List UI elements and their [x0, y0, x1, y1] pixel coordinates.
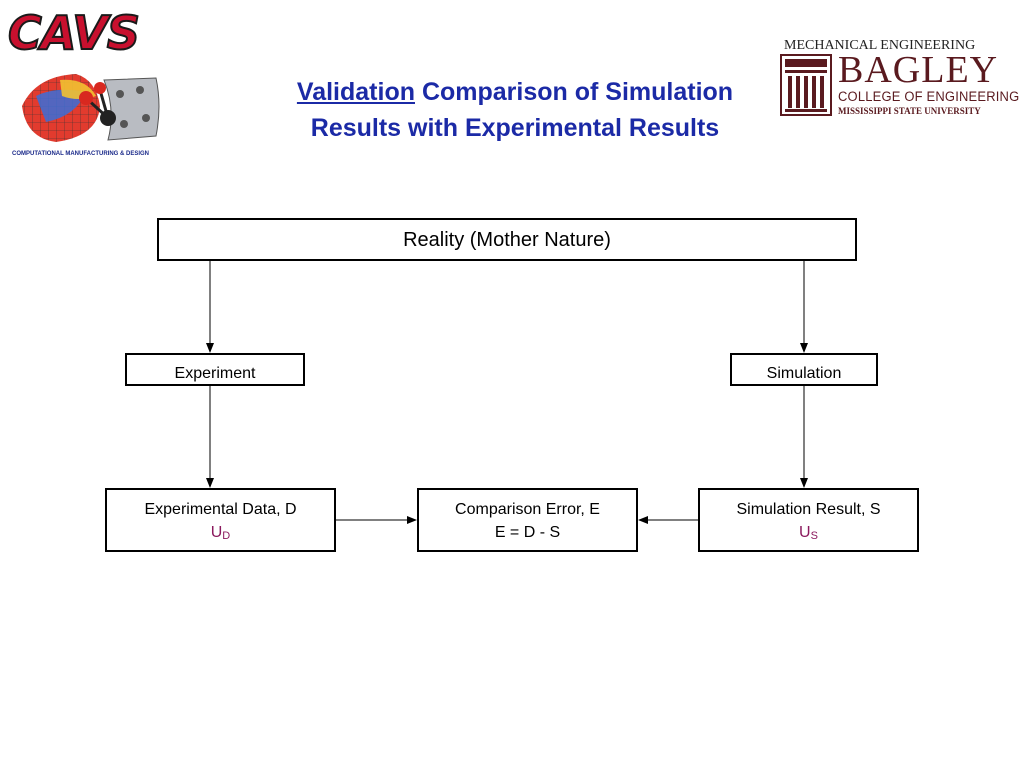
simulation-uncertainty: US: [799, 524, 818, 542]
simulation-result-label: Simulation Result, S: [736, 501, 881, 518]
reality-box: Reality (Mother Nature): [157, 218, 857, 261]
reality-label: Reality (Mother Nature): [403, 229, 611, 251]
cavs-logo: CAVS COMPUTATIONAL MANUFACTURING & DESIG…: [7, 6, 168, 160]
bagley-wordmark: BAGLEY: [838, 49, 999, 91]
simulation-box: Simulation: [730, 353, 878, 386]
cavs-emblem-icon: [22, 74, 160, 142]
validation-link[interactable]: Validation: [296, 78, 415, 106]
experimental-data-label: Experimental Data, D: [144, 501, 297, 518]
cavs-caption: COMPUTATIONAL MANUFACTURING & DESIGN: [12, 151, 149, 157]
building-icon: [780, 54, 832, 116]
simulation-label: Simulation: [766, 365, 842, 382]
bagley-logo: MECHANICAL ENGINEERING BAGLEY COLLEGE OF…: [780, 38, 1019, 116]
title-line2: Results with Experimental Results: [310, 114, 720, 142]
comparison-error-box: Comparison Error, E E = D - S: [417, 488, 638, 552]
comparison-error-label: Comparison Error, E: [455, 501, 600, 518]
title-line1-rest: Comparison of Simulation: [415, 78, 734, 106]
cavs-wordmark: CAVS: [7, 6, 141, 60]
experimental-uncertainty: UD: [210, 524, 231, 542]
slide-title: Validation Comparison of Simulation Resu…: [240, 74, 790, 146]
experiment-label: Experiment: [174, 365, 256, 382]
experimental-data-box: Experimental Data, D UD: [105, 488, 336, 552]
comparison-equation: E = D - S: [494, 524, 561, 541]
university-label: MISSISSIPPI STATE UNIVERSITY: [838, 106, 981, 116]
college-label: COLLEGE OF ENGINEERING: [838, 89, 1020, 104]
simulation-result-box: Simulation Result, S US: [698, 488, 919, 552]
experiment-box: Experiment: [125, 353, 305, 386]
department-label: MECHANICAL ENGINEERING: [784, 38, 976, 53]
